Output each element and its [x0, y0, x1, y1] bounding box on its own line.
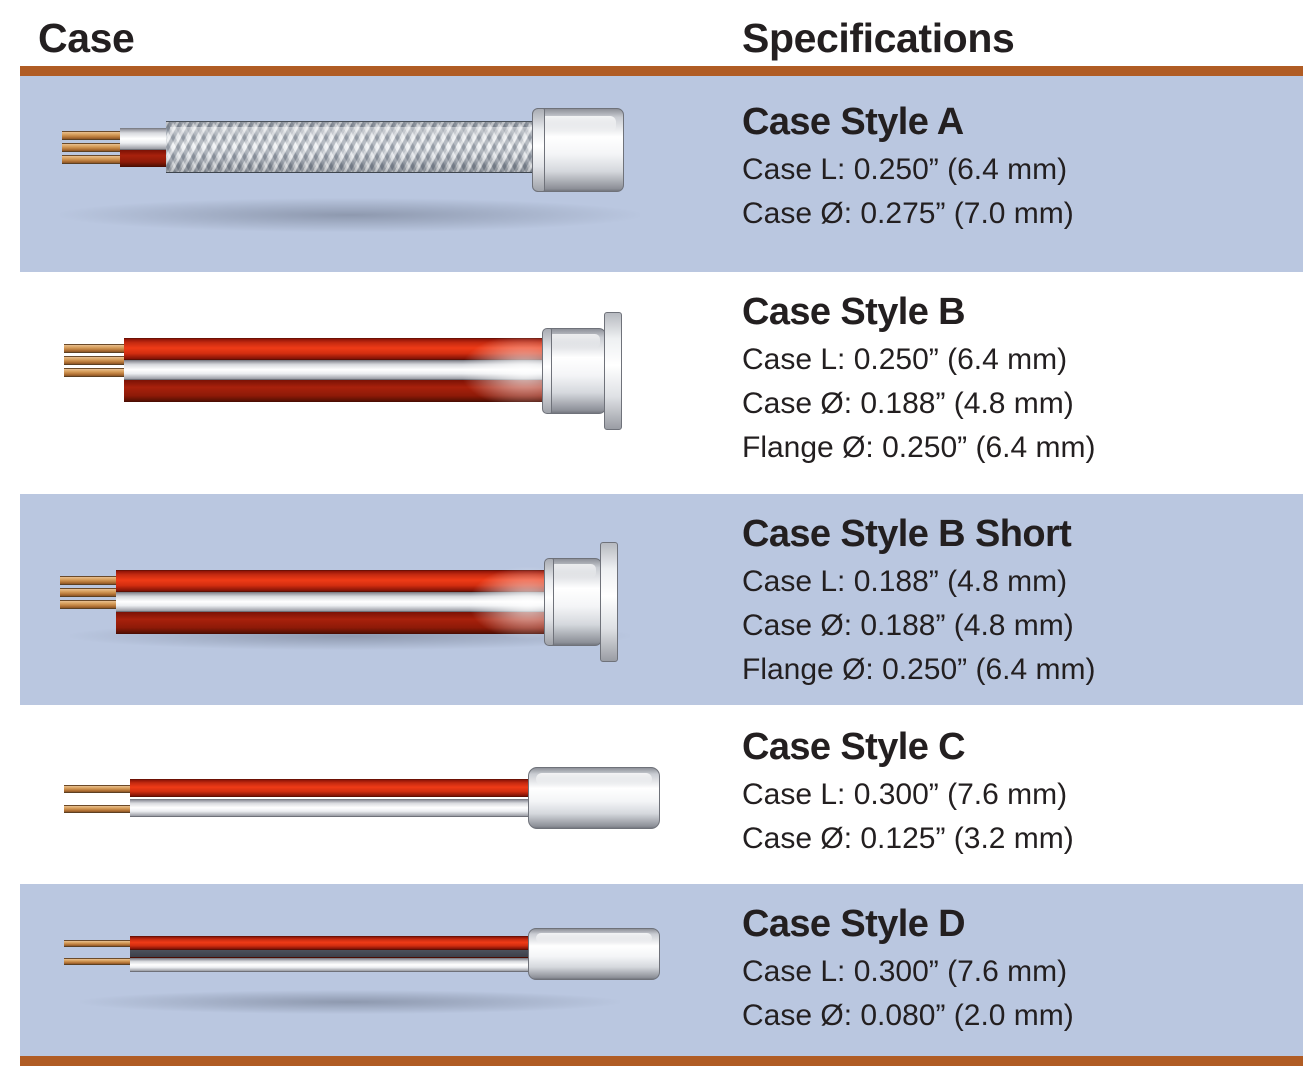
spec-line: Case Ø: 0.125” (3.2 mm): [742, 822, 1074, 855]
case-style-d-specifications: Case Style D Case L: 0.300” (7.6 mm) Cas…: [742, 884, 1302, 1056]
spec-line: Case Ø: 0.080” (2.0 mm): [742, 999, 1074, 1032]
spec-line: Case Ø: 0.188” (4.8 mm): [742, 387, 1074, 420]
table-row: Case Style A Case L: 0.250” (6.4 mm) Cas…: [20, 76, 1303, 272]
case-style-b-illustration: [20, 272, 720, 494]
spec-line: Flange Ø: 0.250” (6.4 mm): [742, 653, 1096, 686]
case-style-b-specifications: Case Style B Case L: 0.250” (6.4 mm) Cas…: [742, 272, 1302, 494]
table-row: Case Style B Case L: 0.250” (6.4 mm) Cas…: [20, 272, 1303, 494]
table-row: Case Style B Short Case L: 0.188” (4.8 m…: [20, 494, 1303, 705]
table-header: Case Specifications: [0, 0, 1315, 68]
column-header-specifications: Specifications: [742, 15, 1015, 61]
table-row: Case Style D Case L: 0.300” (7.6 mm) Cas…: [20, 884, 1303, 1056]
spec-title: Case Style C: [742, 726, 966, 768]
table-row: Case Style C Case L: 0.300” (7.6 mm) Cas…: [20, 705, 1303, 884]
header-divider-rule: [20, 66, 1303, 76]
case-style-c-specifications: Case Style C Case L: 0.300” (7.6 mm) Cas…: [742, 705, 1302, 884]
spec-line: Case L: 0.300” (7.6 mm): [742, 955, 1068, 988]
spec-line: Case L: 0.188” (4.8 mm): [742, 565, 1068, 598]
spec-line: Flange Ø: 0.250” (6.4 mm): [742, 431, 1096, 464]
spec-line: Case L: 0.300” (7.6 mm): [742, 778, 1068, 811]
case-style-a-illustration: [20, 76, 720, 272]
spec-title: Case Style B Short: [742, 513, 1072, 555]
footer-divider-rule: [20, 1056, 1303, 1066]
case-style-c-illustration: [20, 705, 720, 884]
spec-line: Case L: 0.250” (6.4 mm): [742, 153, 1068, 186]
case-style-a-specifications: Case Style A Case L: 0.250” (6.4 mm) Cas…: [742, 76, 1302, 272]
spec-line: Case L: 0.250” (6.4 mm): [742, 343, 1068, 376]
case-style-d-illustration: [20, 884, 720, 1056]
spec-line: Case Ø: 0.275” (7.0 mm): [742, 197, 1074, 230]
spec-title: Case Style A: [742, 101, 964, 143]
spec-line: Case Ø: 0.188” (4.8 mm): [742, 609, 1074, 642]
case-style-b-short-illustration: [20, 494, 720, 705]
spec-title: Case Style B: [742, 291, 966, 333]
case-style-b-short-specifications: Case Style B Short Case L: 0.188” (4.8 m…: [742, 494, 1302, 705]
spec-title: Case Style D: [742, 903, 966, 945]
column-header-case: Case: [38, 15, 135, 61]
